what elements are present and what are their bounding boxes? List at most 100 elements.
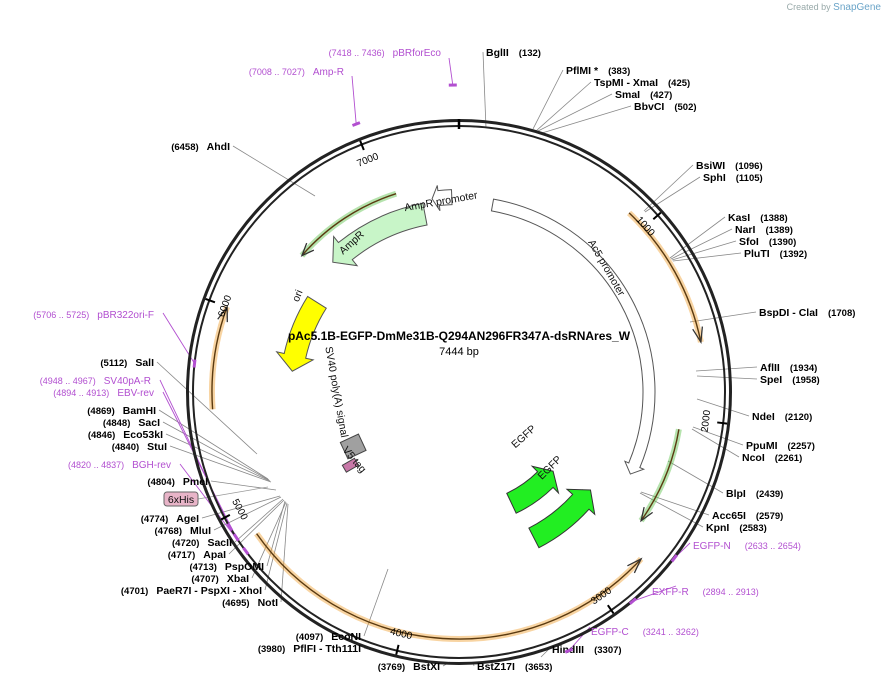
enzyme-position: (4707)	[191, 574, 218, 585]
enzyme-name-text: AgeI	[176, 513, 199, 525]
enzyme-name-text: BstZ17I	[477, 661, 515, 673]
enzyme-name: NcoI(2261)	[742, 452, 802, 464]
enzyme-name-text: NdeI	[752, 411, 775, 423]
primer-range: (2633 .. 2654)	[745, 541, 801, 551]
his-tag-label: 6xHis	[163, 491, 199, 507]
enzyme-name-text: BbvCI	[634, 101, 664, 113]
primer-name: Amp-R	[313, 67, 344, 78]
enzyme-site-acc65i: Acc65I(2579)	[712, 510, 783, 522]
his-tag-pill	[163, 491, 199, 507]
egfp-arrow-1	[506, 465, 560, 514]
enzyme-site-sphi: SphI(1105)	[703, 172, 763, 184]
enzyme-name2-text: ClaI	[799, 307, 818, 319]
primer-label: (4820 .. 4837) BGH-rev	[68, 460, 171, 471]
enzyme-site-bbvci: BbvCI(502)	[634, 101, 697, 113]
primer-label: (7008 .. 7027)Amp-R	[249, 67, 344, 78]
enzyme-name: BbvCI(502)	[634, 101, 697, 113]
enzyme-name: AflII(1934)	[760, 362, 817, 374]
enzyme-site-apai: (4717)ApaI	[168, 549, 226, 561]
enzyme-name: HindIII(3307)	[552, 644, 622, 656]
enzyme-name-text: NcoI	[742, 452, 765, 464]
enzyme-leader-line	[644, 176, 701, 213]
enzyme-leader-line	[264, 502, 288, 591]
enzyme-leader-line	[232, 145, 316, 197]
enzyme-name: (4713)PspOMI	[189, 561, 264, 573]
primer-name: pBR322ori-F	[97, 310, 154, 321]
orf-arc-right	[628, 212, 702, 343]
enzyme-name: BspDI - ClaI(1708)	[759, 307, 855, 319]
primer-name: BGH-rev	[132, 460, 171, 471]
enzyme-leader-line	[156, 361, 258, 455]
primer-range: (4948 .. 4967)	[40, 376, 96, 386]
enzyme-name: (4804)PmeI	[147, 476, 208, 488]
enzyme-name: (3769)BstXI	[378, 661, 440, 673]
enzyme-name2-text: XmaI	[633, 77, 658, 89]
orf-arc-right-arrowhead	[692, 326, 704, 345]
enzyme-name-text: ApaI	[203, 549, 226, 561]
enzyme-leader-line	[695, 366, 758, 372]
enzyme-separator: -	[789, 307, 798, 319]
enzyme-site-pmei: (4804)PmeI	[147, 476, 208, 488]
primer-exfp-r: EXFP-R(2894 .. 2913)	[628, 587, 759, 605]
enzyme-name: BstZ17I (3653)	[477, 661, 552, 673]
enzyme-position: (1389)	[765, 225, 792, 236]
primer-mark	[232, 533, 240, 542]
enzyme-site-bspdi: BspDI - ClaI(1708)	[759, 307, 855, 319]
enzyme-name-text: SacI	[138, 417, 160, 429]
enzyme-position: (2439)	[756, 489, 783, 500]
enzyme-position: (4804)	[147, 477, 174, 488]
orf-arc-bottom-arrowhead	[627, 557, 643, 574]
enzyme-site-bsiwi: BsiWI(1096)	[696, 160, 763, 172]
enzyme-site-tspmi: TspMI - XmaI(425)	[594, 77, 690, 89]
enzyme-site-pluti: PluTI(1392)	[744, 248, 807, 260]
tick-mark-1000	[652, 211, 662, 220]
enzyme-name: (4768) MluI	[155, 525, 212, 537]
enzyme-position: (3307)	[594, 645, 621, 656]
enzyme-position: (4768)	[155, 526, 182, 537]
tick-mark-7000	[359, 140, 365, 151]
his-tag-text: 6xHis	[168, 494, 194, 506]
primer-name: EGFP-N	[693, 541, 731, 552]
enzyme-leader-line	[540, 648, 550, 658]
tick-mark-6000	[205, 297, 216, 304]
enzyme-separator: -	[191, 585, 200, 597]
egfp-arrow-2	[528, 488, 596, 549]
tick-label-2000: 2000	[700, 409, 714, 433]
enzyme-position: (2579)	[756, 511, 783, 522]
primer-egfp-c: EGFP-C(3241 .. 3262)	[564, 627, 699, 654]
enzyme-name-text: SphI	[703, 172, 726, 184]
enzyme-name-text: NarI	[735, 224, 756, 236]
enzyme-name3-text: XhoI	[239, 585, 262, 597]
primer-ebv-rev: (4894 .. 4913)EBV-rev	[53, 388, 240, 542]
enzyme-name: (4717)ApaI	[168, 549, 226, 561]
enzyme-site-nari: NarI (1389)	[735, 224, 793, 236]
enzyme-name: BlpI(2439)	[726, 488, 783, 500]
enzyme-site-bamhi: (4869)BamHI	[87, 405, 156, 417]
primer-label: EGFP-N (2633 .. 2654)	[693, 541, 801, 552]
enzyme-name: (6458)AhdI	[171, 141, 230, 153]
tick-label-5000: 5000	[229, 497, 249, 522]
enzyme-position: (2120)	[785, 412, 812, 423]
primer-mark	[351, 121, 361, 127]
enzyme-position: (3653)	[525, 662, 552, 673]
feature-label-egfp1: EGFP	[509, 423, 538, 451]
enzyme-name-text: PpuMI	[746, 440, 778, 452]
orf-arc-egfp-outer-arrowhead	[640, 506, 654, 523]
enzyme-site-kpni: KpnI(2583)	[706, 522, 767, 534]
enzyme-leader-line	[671, 240, 737, 261]
enzyme-site-sali: (5112)SalI	[100, 357, 154, 369]
feature-label-sv40: SV40 poly(A) signal	[322, 346, 350, 439]
orf-arc-bottom	[256, 533, 642, 640]
enzyme-position: (4846)	[88, 430, 115, 441]
enzyme-site-bstxi: (3769)BstXI	[378, 661, 440, 673]
enzyme-position: (1096)	[735, 161, 762, 172]
enzyme-leader-line	[689, 311, 757, 323]
enzyme-name-text: SalI	[135, 357, 154, 369]
primer-range: (4820 .. 4837)	[68, 460, 124, 470]
enzyme-site-mlui: (4768) MluI	[155, 525, 212, 537]
enzyme-name-text: MluI	[190, 525, 211, 537]
ac5-promoter-arrow	[490, 198, 656, 475]
enzyme-site-aflii: AflII(1934)	[760, 362, 817, 374]
enzyme-site-spei: SpeI(1958)	[760, 374, 820, 386]
primer-mark	[564, 647, 574, 654]
